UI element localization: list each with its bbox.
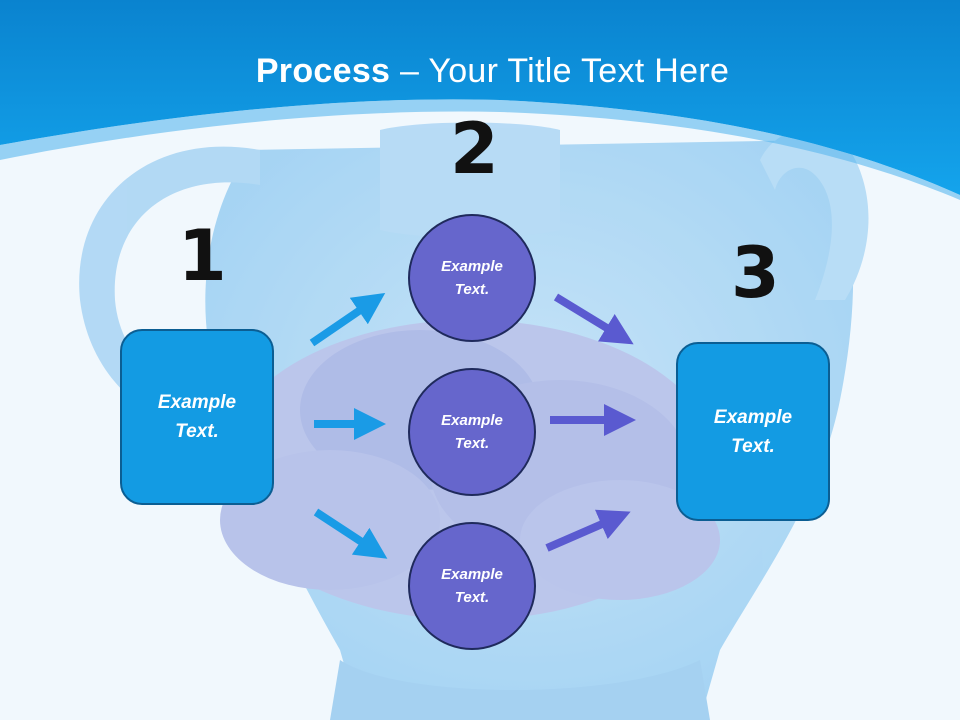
step-2-circle-top: Example Text.: [408, 214, 536, 342]
step-2-circle-bottom: Example Text.: [408, 522, 536, 650]
arrow-left-down-icon: [313, 508, 388, 559]
circle-middle-text: Example Text.: [441, 412, 503, 452]
step-3-text: Example Text.: [713, 406, 793, 457]
title-bold: Process: [255, 52, 391, 90]
arrow-left-up-icon: [309, 292, 386, 347]
slide-title: Process – Your Title Text Here: [0, 52, 960, 91]
step-3-box: Example Text.: [676, 342, 830, 521]
circle-bottom-text: Example Text.: [441, 566, 503, 606]
arrow-right-down-icon: [553, 293, 634, 345]
arrow-right-up-icon: [545, 509, 631, 552]
circle-top-text: Example Text.: [441, 258, 503, 298]
step-1-box: Example Text.: [120, 329, 274, 505]
step-number-3: 3: [731, 232, 780, 314]
step-1-text: Example Text.: [157, 392, 237, 442]
title-rest: – Your Title Text Here: [390, 52, 730, 90]
step-2-circle-middle: Example Text.: [408, 368, 536, 496]
step-number-1: 1: [178, 215, 227, 297]
step-number-2: 2: [450, 108, 499, 190]
